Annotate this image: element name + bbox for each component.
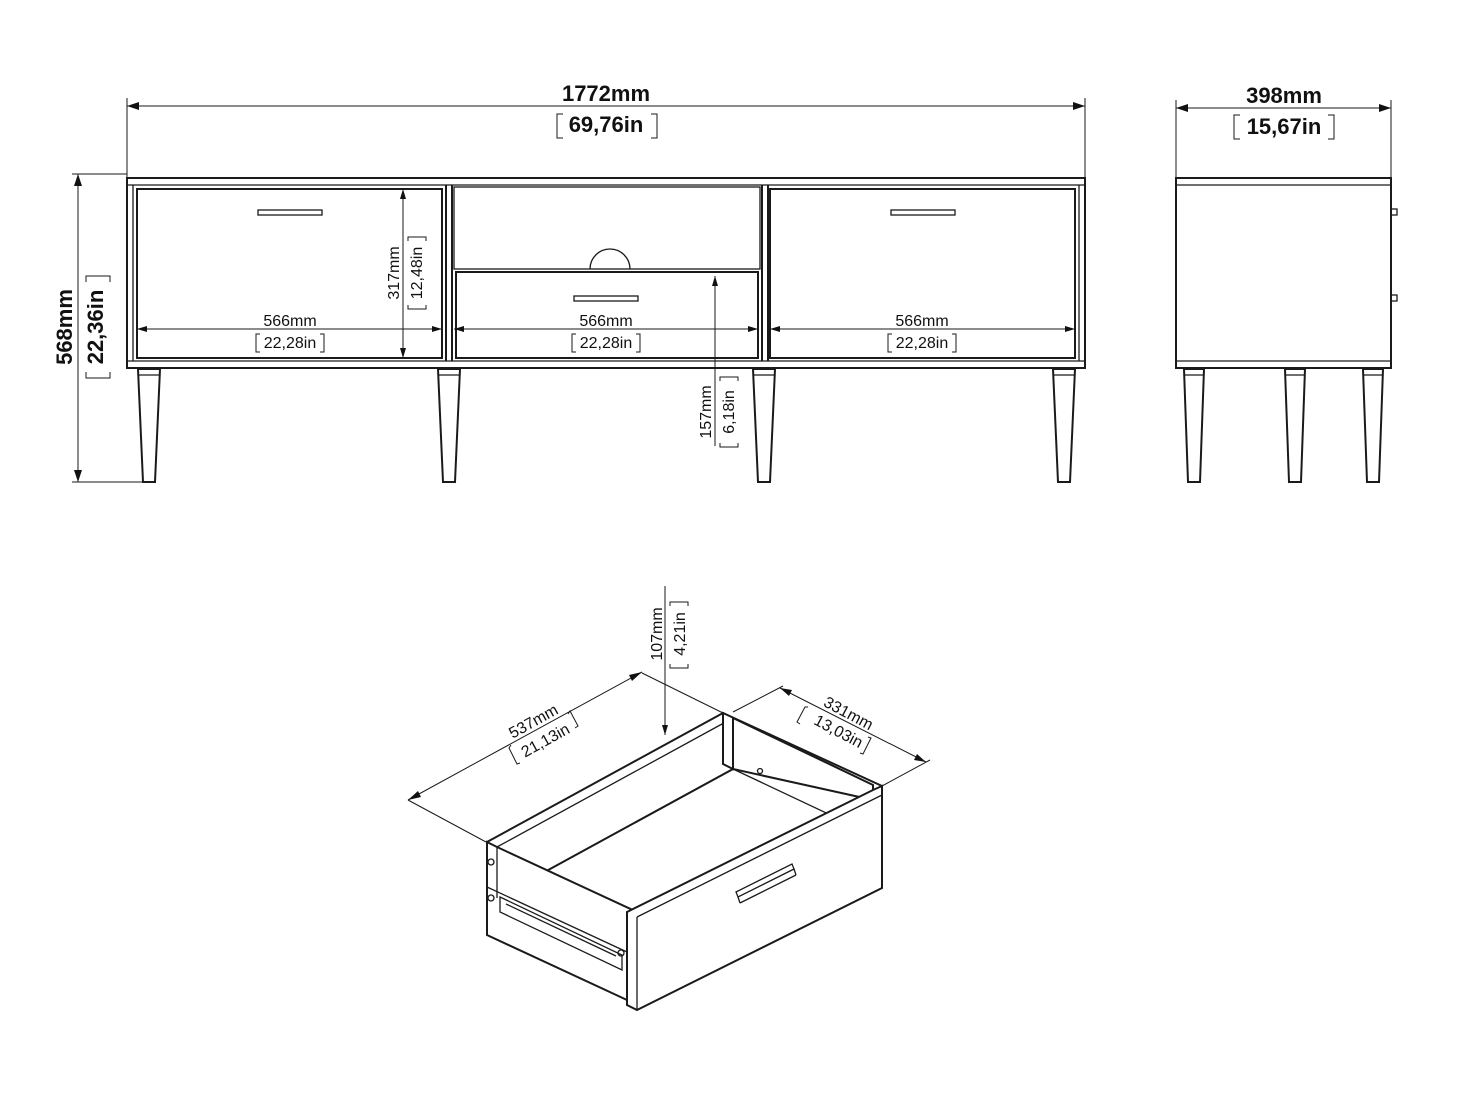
left-drawer-handle [257, 209, 323, 216]
drawer-left-side [486, 840, 638, 1007]
middle-drawer [455, 271, 759, 359]
depth-in: 15,67in [1247, 114, 1322, 139]
overall-height-dimension: 568mm 22,36in [52, 173, 143, 483]
leg [436, 368, 462, 483]
middle-drawer-handle [573, 295, 639, 302]
leg [1283, 368, 1307, 483]
overall-width-mm: 1772mm [562, 81, 650, 106]
section-width-dimensions: 566mm 22,28in 566mm 22,28in 566mm 22,28i… [137, 313, 1075, 353]
leg [136, 368, 162, 483]
drawer-height-in: 4,21in [672, 612, 689, 656]
leg [1182, 368, 1206, 483]
drawer-runner [499, 895, 623, 972]
leg [1051, 368, 1077, 483]
left-drawer [136, 188, 443, 359]
right-drawer-handle [890, 209, 956, 216]
leg [1361, 368, 1385, 483]
right-width-mm: 566mm [895, 313, 948, 330]
drawer-view: 537mm 21,13in 331mm 13,03in 107mm 4,21in [407, 586, 931, 1012]
depth-mm: 398mm [1246, 83, 1322, 108]
drawer-height-dimension: 107mm 4,21in [649, 586, 689, 735]
left-width-mm: 566mm [263, 313, 316, 330]
leg [751, 368, 777, 483]
leg-height-dimension: 157mm 6,18in [698, 276, 739, 448]
overall-height-mm: 568mm [52, 289, 77, 365]
overall-height-in: 22,36in [83, 290, 108, 365]
leg-height-mm: 157mm [698, 385, 715, 438]
side-handle [1390, 294, 1398, 302]
leg-height-in: 6,18in [721, 390, 738, 434]
drawer-height-in: 12,48in [409, 247, 426, 300]
middle-width-mm: 566mm [579, 313, 632, 330]
drawer-height-dimension: 317mm 12,48in [386, 189, 427, 358]
drawer-front-panel [626, 784, 883, 1012]
middle-section [453, 186, 761, 359]
depth-dimension: 398mm 15,67in [1175, 83, 1392, 178]
side-handle [1390, 208, 1398, 216]
drawer-height-mm: 107mm [649, 607, 666, 660]
cable-hole [589, 248, 631, 270]
overall-width-dimension: 1772mm 69,76in [126, 81, 1086, 178]
left-width-in: 22,28in [264, 335, 317, 352]
side-view: 398mm 15,67in [1175, 83, 1398, 483]
side-cabinet [1175, 177, 1398, 369]
front-view: 1772mm 69,76in [52, 81, 1086, 483]
side-legs [1182, 368, 1385, 483]
right-drawer [769, 188, 1076, 359]
middle-width-in: 22,28in [580, 335, 633, 352]
right-width-in: 22,28in [896, 335, 949, 352]
drawer-height-mm: 317mm [386, 246, 403, 299]
front-legs [136, 368, 1077, 483]
overall-width-in: 69,76in [569, 112, 644, 137]
